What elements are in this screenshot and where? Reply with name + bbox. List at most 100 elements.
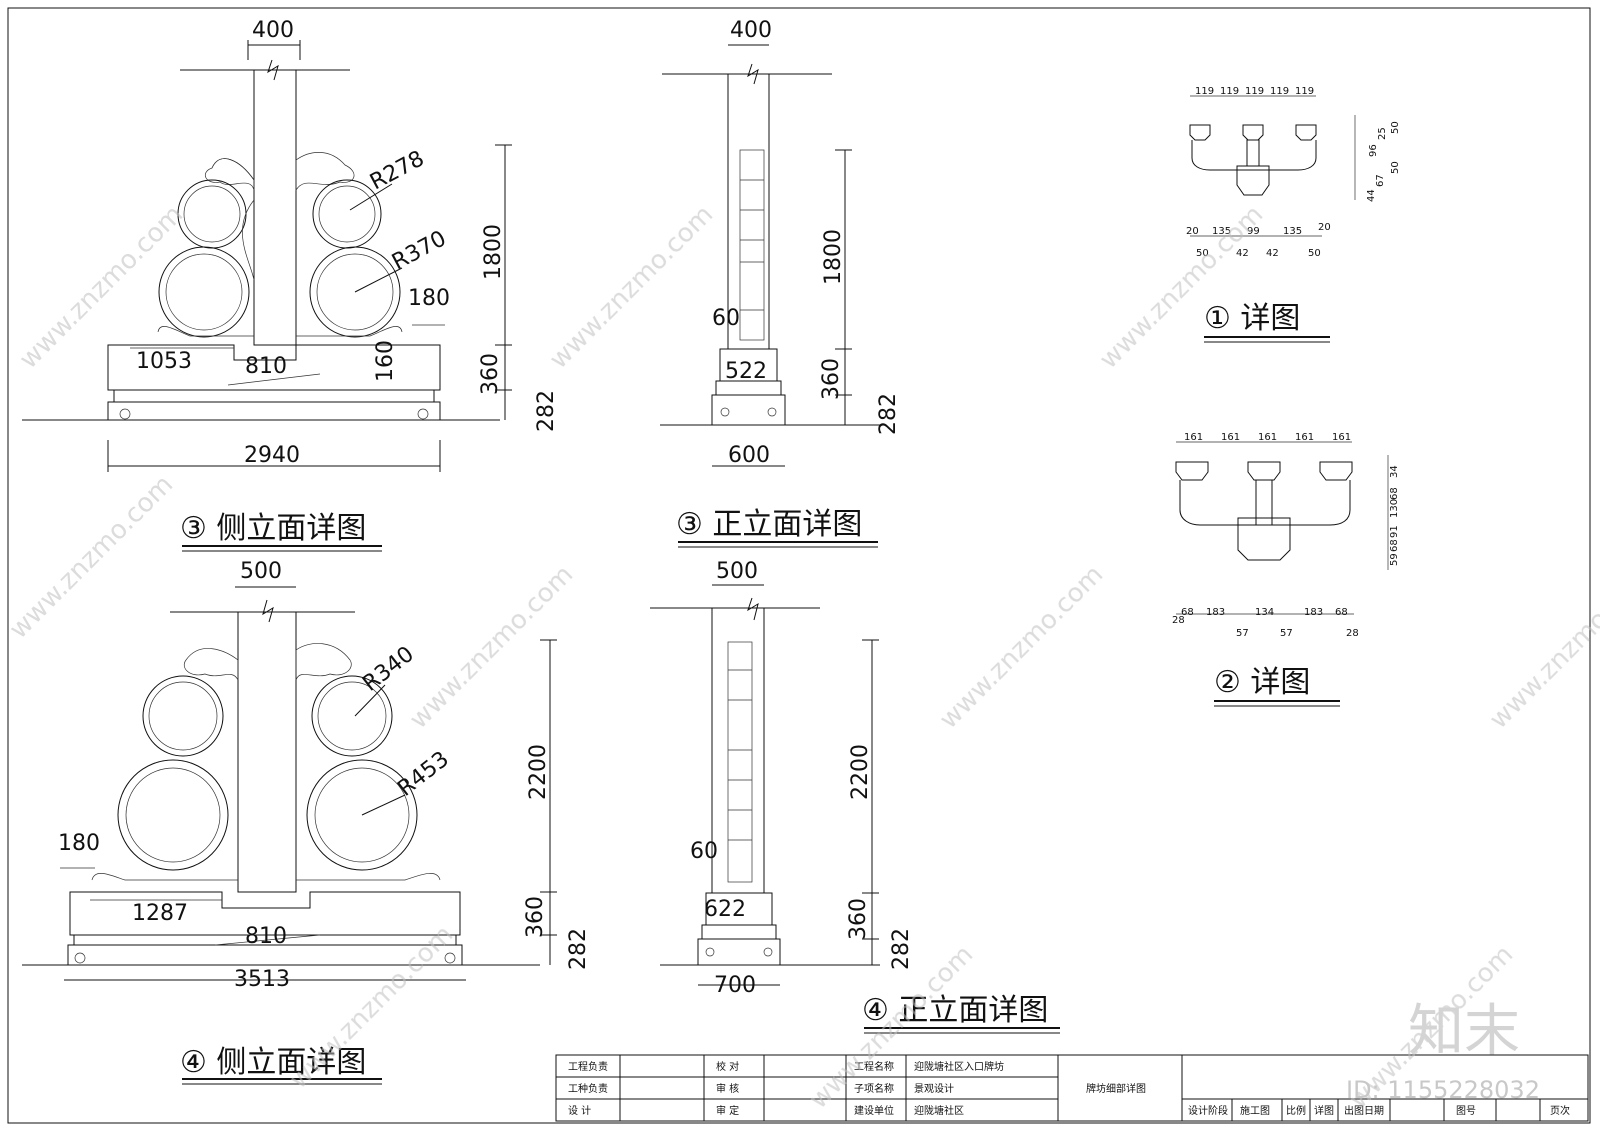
d2-b1-6: 68 bbox=[1335, 607, 1348, 618]
tb-c1-r3: 设 计 bbox=[568, 1104, 591, 1117]
sheet-border bbox=[7, 7, 1591, 1124]
id-watermark: ID: 1155228032 bbox=[1346, 1076, 1540, 1104]
d1-b1-4: 135 bbox=[1283, 226, 1302, 237]
d2-side-5: 68 bbox=[1389, 539, 1400, 552]
d2-side-2: 68 bbox=[1389, 487, 1400, 500]
front3-title: ③ 正立面详图 bbox=[676, 507, 862, 542]
tb-bottom-3: 比例 bbox=[1286, 1104, 1306, 1117]
d2-b1-3: 183 bbox=[1206, 607, 1225, 618]
tb-drawing-name: 牌坊细部详图 bbox=[1086, 1082, 1146, 1095]
d2-b1-4: 134 bbox=[1255, 607, 1274, 618]
d1-top-1: 119 bbox=[1195, 86, 1214, 97]
d1-side-1: 50 bbox=[1390, 121, 1401, 134]
tb-c4-r2: 景观设计 bbox=[914, 1082, 954, 1095]
front3-height-main: 1800 bbox=[821, 229, 846, 285]
d1-side-4: 50 bbox=[1390, 161, 1401, 174]
side3-top-width: 400 bbox=[252, 18, 294, 43]
front4-height-main: 2200 bbox=[848, 744, 873, 800]
front4-top-width: 500 bbox=[716, 559, 758, 584]
d2-b1-2: 68 bbox=[1181, 607, 1194, 618]
d2-b1-5: 183 bbox=[1304, 607, 1323, 618]
d1-b2-2: 42 bbox=[1236, 248, 1249, 259]
tb-c3-r3: 建设单位 bbox=[854, 1104, 894, 1117]
title-block: 工程负责 工种负责 设 计 校 对 审 核 审 定 工程名称 子项名称 建设单位… bbox=[555, 1054, 1589, 1122]
d2-top-2: 161 bbox=[1221, 432, 1240, 443]
wm-5: www.znzmo.com bbox=[404, 560, 579, 735]
side3-wing: 180 bbox=[408, 286, 450, 311]
side3-plinth: 282 bbox=[534, 390, 559, 432]
side4-half-base: 1287 bbox=[132, 901, 188, 926]
tb-c2-r3: 审 定 bbox=[716, 1104, 739, 1117]
tb-bottom-9: 页次 bbox=[1550, 1104, 1570, 1117]
front4-title: ④ 正立面详图 bbox=[862, 993, 1048, 1028]
d1-b2-3: 42 bbox=[1266, 248, 1279, 259]
side4-title: ④ 侧立面详图 bbox=[180, 1045, 366, 1080]
front-elevation-3: 400 60 522 1800 360 282 600 ③ 正立面详图 bbox=[660, 18, 901, 548]
d2-side-1: 34 bbox=[1389, 465, 1400, 478]
side4-plinth: 282 bbox=[566, 928, 591, 970]
front3-plinth: 282 bbox=[876, 393, 901, 435]
side3-core: 810 bbox=[245, 354, 287, 379]
d2-title: ② 详图 bbox=[1214, 665, 1310, 700]
d2-b2-3: 28 bbox=[1346, 628, 1359, 639]
side4-total-width: 3513 bbox=[234, 967, 290, 992]
d1-title: ① 详图 bbox=[1204, 301, 1300, 336]
tb-c2-r2: 审 核 bbox=[716, 1082, 739, 1095]
tb-bottom-7: 图号 bbox=[1456, 1105, 1476, 1117]
d1-top-5: 119 bbox=[1295, 86, 1314, 97]
wm-7: www.znzmo.com bbox=[1484, 560, 1600, 735]
d1-side-2: 96 bbox=[1368, 144, 1379, 157]
side4-radius-large: R453 bbox=[393, 747, 454, 802]
front3-base: 360 bbox=[819, 358, 844, 400]
wm-3: www.znzmo.com bbox=[1094, 200, 1269, 375]
d2-side-4: 91 bbox=[1389, 525, 1400, 538]
front-elevation-4: 500 60 622 2200 360 282 700 ④ 正立面详图 bbox=[650, 559, 1060, 1034]
d1-b1-5: 20 bbox=[1318, 222, 1331, 233]
side3-step: 160 bbox=[373, 340, 398, 382]
tb-c4-r3: 迎陇塘社区 bbox=[914, 1104, 964, 1117]
front4-base-width: 622 bbox=[704, 897, 746, 922]
front4-post-width: 60 bbox=[690, 839, 718, 864]
d1-b1-3: 99 bbox=[1247, 226, 1260, 237]
side3-radius-small: R278 bbox=[366, 146, 428, 195]
d1-side-5: 67 bbox=[1375, 174, 1386, 187]
tb-c3-r1: 工程名称 bbox=[854, 1060, 894, 1073]
front3-post-width: 60 bbox=[712, 306, 740, 331]
front4-plinth: 282 bbox=[889, 928, 914, 970]
tb-c4-r1: 迎陇塘社区入口牌坊 bbox=[914, 1060, 1004, 1073]
tb-c3-r2: 子项名称 bbox=[854, 1082, 894, 1095]
side-elevation-4: 500 R340 R453 180 1287 810 2200 360 282 … bbox=[22, 559, 591, 1085]
wm-4: www.znzmo.com bbox=[4, 470, 179, 645]
side4-core: 810 bbox=[245, 924, 287, 949]
side3-total-width: 2940 bbox=[244, 443, 300, 468]
front4-base: 360 bbox=[846, 898, 871, 940]
detail-1: 119 119 119 119 119 50 96 25 50 67 44 20… bbox=[1186, 86, 1401, 343]
d1-top-3: 119 bbox=[1245, 86, 1264, 97]
d2-top-3: 161 bbox=[1258, 432, 1277, 443]
side3-base: 360 bbox=[478, 353, 503, 395]
side4-top-width: 500 bbox=[240, 559, 282, 584]
d2-side-3: 130 bbox=[1389, 499, 1400, 518]
tb-c1-r2: 工种负责 bbox=[568, 1082, 608, 1095]
side3-radius-large: R370 bbox=[388, 226, 450, 275]
d2-b2-1: 57 bbox=[1236, 628, 1249, 639]
d1-top-4: 119 bbox=[1270, 86, 1289, 97]
d1-top-2: 119 bbox=[1220, 86, 1239, 97]
d1-side-3: 25 bbox=[1377, 127, 1388, 140]
wm-2: www.znzmo.com bbox=[544, 200, 719, 375]
tb-bottom-4: 详图 bbox=[1314, 1104, 1334, 1117]
d2-b1-1: 28 bbox=[1172, 615, 1185, 626]
tb-bottom-1: 设计阶段 bbox=[1188, 1104, 1228, 1117]
tb-bottom-2: 施工图 bbox=[1240, 1104, 1270, 1117]
front3-base-width: 522 bbox=[725, 359, 767, 384]
d2-b2-2: 57 bbox=[1280, 628, 1293, 639]
tb-c1-r1: 工程负责 bbox=[568, 1060, 608, 1073]
detail-2: 161 161 161 161 161 34 68 130 91 68 59 2… bbox=[1172, 432, 1400, 707]
side3-half-base: 1053 bbox=[136, 349, 192, 374]
wm-8: www.znzmo.com bbox=[284, 920, 459, 1095]
d1-b1-1: 20 bbox=[1186, 226, 1199, 237]
d1-b1-2: 135 bbox=[1212, 226, 1231, 237]
side3-height-main: 1800 bbox=[481, 224, 506, 280]
d1-side-6: 44 bbox=[1366, 189, 1377, 202]
